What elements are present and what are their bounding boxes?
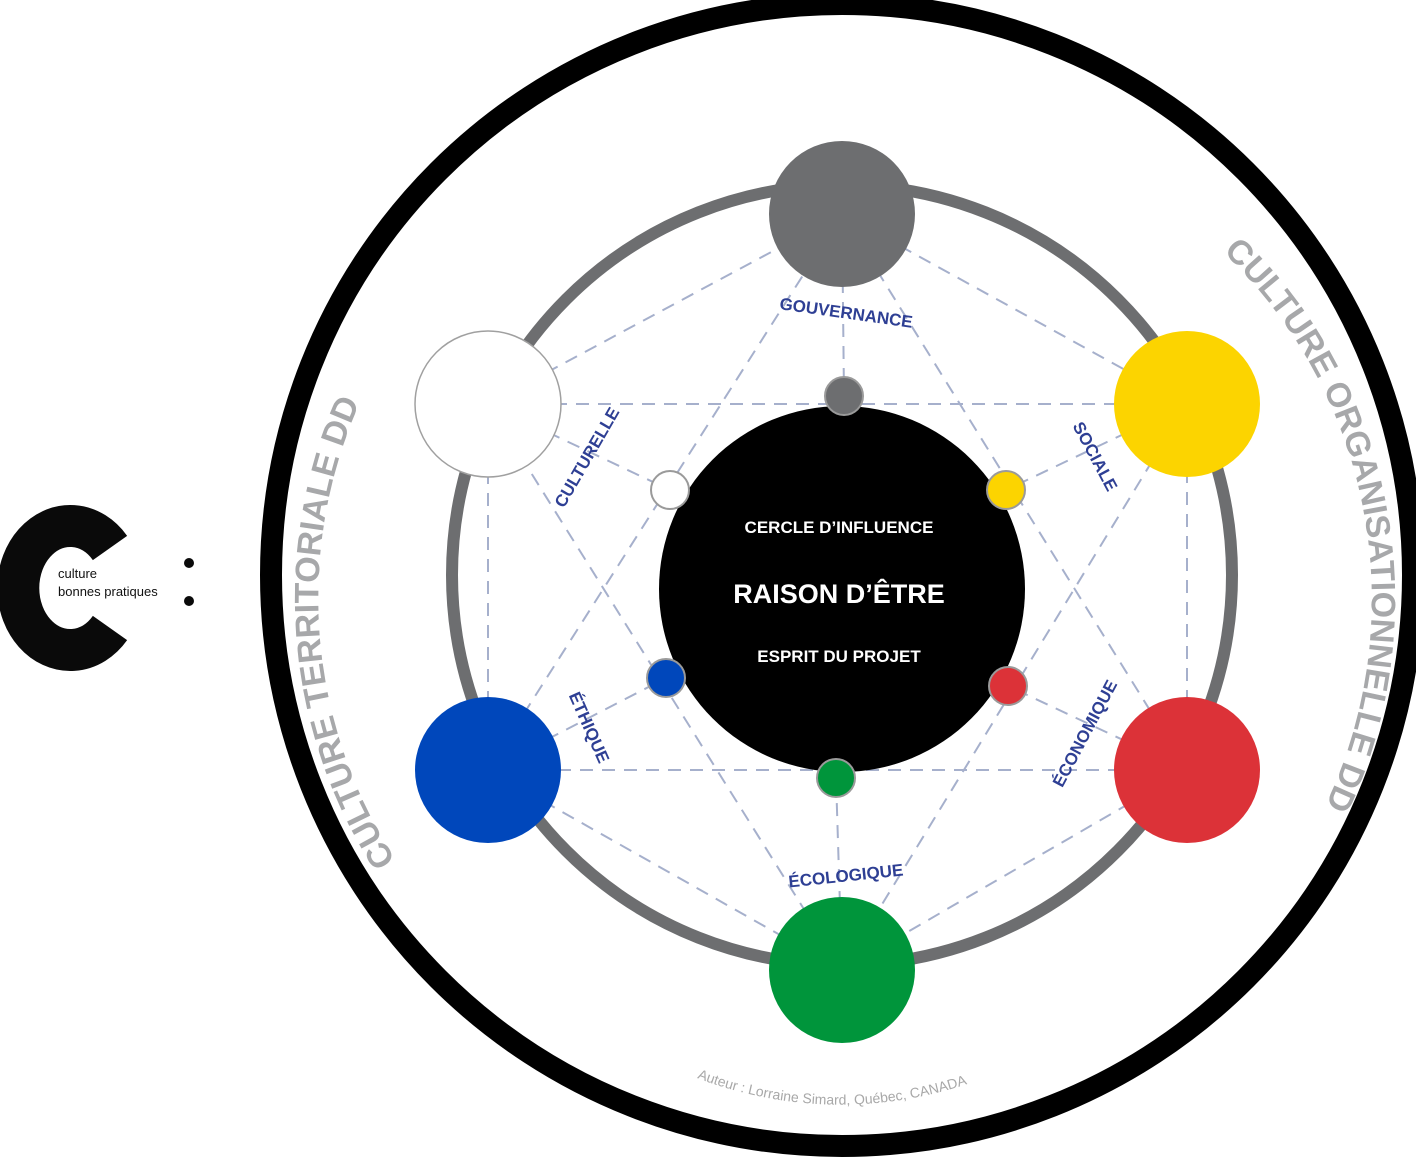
dimension-inner-nodes <box>646 376 1028 798</box>
logo-line2: bonnes pratiques <box>58 584 158 599</box>
inner-node-sociale <box>986 470 1026 510</box>
inner-node-ecologique <box>816 758 856 798</box>
logo-colon-dot-top <box>184 558 194 568</box>
inner-node-economique <box>988 666 1028 706</box>
logo-c-icon <box>0 505 128 671</box>
label-economique: ÉCONOMIQUE <box>1049 677 1121 790</box>
label-gouvernance: GOUVERNANCE <box>778 294 913 331</box>
logo: culture bonnes pratiques <box>0 505 194 671</box>
logo-colon-dot-bottom <box>184 596 194 606</box>
center-title: RAISON D’ÊTRE <box>733 578 945 609</box>
label-ecologique: ÉCOLOGIQUE <box>788 861 905 892</box>
node-ecologique <box>769 897 915 1043</box>
center-bottom-text: ESPRIT DU PROJET <box>757 647 921 666</box>
outer-ring <box>260 0 1416 1157</box>
center-circle <box>659 406 1025 772</box>
center-top-text: CERCLE D’INFLUENCE <box>745 518 934 537</box>
node-gouvernance <box>769 141 915 287</box>
author-credit: Auteur : Lorraine Simard, Québec, CANADA <box>696 1066 969 1108</box>
inner-node-culturelle <box>650 470 690 510</box>
inner-node-ethique <box>646 658 686 698</box>
culture-territoriale-label: CULTURE TERRITORIALE DD <box>288 391 402 876</box>
inner-node-gouvernance <box>824 376 864 416</box>
node-ethique <box>415 697 561 843</box>
dimension-nodes <box>414 141 1260 1043</box>
node-culturelle <box>414 330 562 478</box>
node-sociale <box>1114 331 1260 477</box>
label-culturelle: CULTURELLE <box>551 404 623 511</box>
logo-line1: culture <box>58 566 97 581</box>
node-economique <box>1114 697 1260 843</box>
